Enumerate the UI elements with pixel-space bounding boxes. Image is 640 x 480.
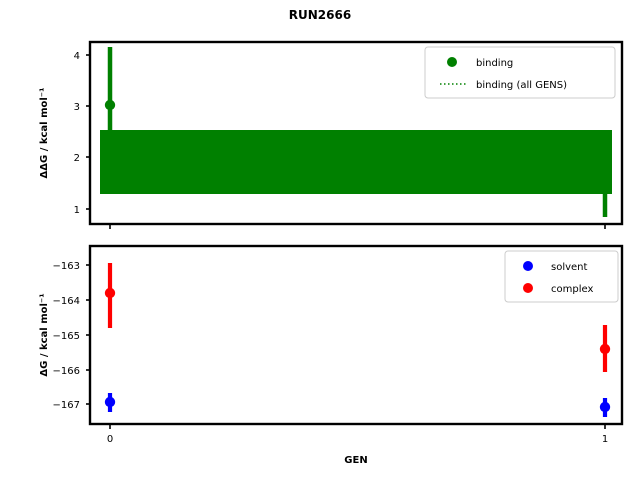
top-legend-frame	[424, 46, 616, 99]
bottom-ytick-label-166: −166	[53, 366, 80, 377]
top-ytick-label-2: 2	[74, 153, 80, 164]
legend-marker-binding-dot-icon	[447, 57, 457, 67]
top-ytick-label-1: 1	[74, 205, 80, 216]
bottom-legend-label-complex: complex	[551, 284, 593, 295]
bottom-y-axis-label: ΔG / kcal mol⁻¹	[39, 293, 50, 376]
top-ytick-label-4: 4	[74, 51, 80, 62]
bottom-y-ticks	[86, 264, 90, 405]
top-x-ticks	[109, 224, 606, 229]
bottom-x-ticks	[109, 424, 606, 429]
solvent-point-gen1	[599, 401, 611, 413]
complex-point-gen0	[104, 287, 116, 299]
bottom-ytick-label-163: −163	[53, 261, 80, 272]
top-legend: binding binding (all GENS)	[424, 46, 616, 99]
top-legend-label-all-gens: binding (all GENS)	[476, 80, 567, 91]
complex-point-gen1	[599, 343, 611, 355]
bottom-x-axis-label: GEN	[344, 455, 367, 466]
legend-marker-complex-dot-icon	[523, 283, 533, 293]
top-panel: 4 3 2 1 ΔΔG / kcal mol⁻¹ binding binding…	[39, 40, 624, 229]
bottom-legend-frame	[504, 250, 619, 303]
top-ytick-label-3: 3	[74, 102, 80, 113]
top-legend-label-binding: binding	[476, 58, 513, 69]
figure-title: RUN2666	[289, 8, 351, 22]
all-gens-dotted-band	[100, 130, 612, 194]
legend-marker-solvent-dot-icon	[523, 261, 533, 271]
top-y-axis-label: ΔΔG / kcal mol⁻¹	[39, 88, 50, 179]
solvent-point-gen0	[104, 396, 116, 408]
top-axes-spines	[88, 40, 624, 226]
binding-point-gen1	[599, 172, 611, 184]
bottom-panel: −163 −164 −165 −166 −167 0 1 ΔG / kcal m…	[39, 244, 624, 466]
top-y-ticks	[86, 54, 90, 210]
bottom-ytick-label-164: −164	[53, 296, 80, 307]
bottom-ytick-label-167: −167	[53, 400, 80, 411]
bottom-xtick-label-0: 0	[107, 434, 113, 445]
bottom-ytick-label-165: −165	[53, 331, 80, 342]
bottom-xtick-label-1: 1	[602, 434, 608, 445]
bottom-legend-label-solvent: solvent	[551, 262, 588, 273]
binding-point-gen0	[104, 99, 116, 111]
bottom-legend: solvent complex	[504, 250, 619, 303]
top-data-area	[100, 47, 612, 217]
bottom-data-area	[104, 263, 611, 417]
